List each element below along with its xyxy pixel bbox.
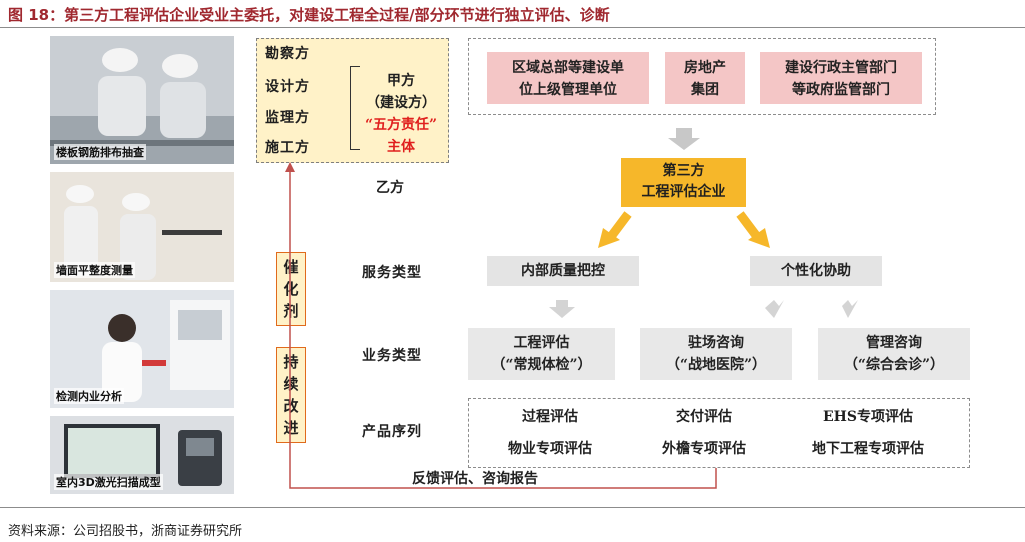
business-line: （“综合会诊”） xyxy=(843,357,945,373)
product-ehs-eval: EHS专项评估 xyxy=(822,409,913,425)
photo-caption: 检测内业分析 xyxy=(54,388,124,404)
party-b-label: 乙方 xyxy=(376,180,404,196)
client-real-estate: 房地产 集团 xyxy=(665,52,745,104)
business-type-label: 业务类型 xyxy=(362,348,422,364)
arrow-orange-right-icon xyxy=(736,211,770,248)
party-a-block: 甲方 （建设方） “五方责任” 主体 xyxy=(360,70,442,158)
continuous-char: 持 xyxy=(283,353,299,371)
source-note: 资料来源：公司招股书，浙商证券研究所 xyxy=(8,524,243,539)
arrow-orange-left-icon xyxy=(598,211,632,248)
client-line: 等政府监管部门 xyxy=(792,82,890,98)
product-facade-eval: 外檐专项评估 xyxy=(662,441,746,457)
bottom-rule xyxy=(0,507,1025,508)
role-supervision: 监理方 xyxy=(265,110,310,126)
third-party-line: 工程评估企业 xyxy=(641,184,726,200)
catalyst-char: 催 xyxy=(283,258,299,276)
client-line: 房地产 xyxy=(684,60,726,76)
continuous-char: 续 xyxy=(283,375,299,393)
photo-lab-analysis: 检测内业分析 xyxy=(50,290,234,408)
product-process-eval: 过程评估 xyxy=(522,409,578,425)
party-group-box xyxy=(256,38,449,163)
party-a-title: 甲方 xyxy=(387,73,415,89)
third-party-box: 第三方 工程评估企业 xyxy=(621,158,746,207)
party-bracket xyxy=(350,66,360,150)
business-line: 工程评估 xyxy=(513,335,570,351)
service-type-label: 服务类型 xyxy=(362,265,422,281)
arrow-down-icon xyxy=(668,128,700,150)
photo-rebar-check-image xyxy=(50,36,234,164)
service-custom-assist: 个性化协助 xyxy=(750,256,882,286)
product-delivery-eval: 交付评估 xyxy=(676,409,732,425)
product-underground-eval: 地下工程专项评估 xyxy=(812,441,924,457)
client-line: 集团 xyxy=(691,82,719,98)
feedback-label: 反馈评估、咨询报告 xyxy=(412,471,538,487)
business-onsite-consult: 驻场咨询 （“战地医院”） xyxy=(640,328,792,380)
role-survey: 勘察方 xyxy=(265,46,310,62)
arrow-up-icon xyxy=(285,162,295,172)
photo-caption: 楼板钢筋排布抽查 xyxy=(54,144,146,160)
photo-rebar-check: 楼板钢筋排布抽查 xyxy=(50,36,234,164)
role-construction: 施工方 xyxy=(265,140,310,156)
arrow-down-icon xyxy=(842,300,858,318)
photo-caption: 墙面平整度测量 xyxy=(54,262,135,278)
business-line: 驻场咨询 xyxy=(688,335,744,351)
top-rule xyxy=(0,27,1025,28)
business-line: （“战地医院”） xyxy=(665,357,767,373)
role-design: 设计方 xyxy=(265,79,310,95)
business-engineering-eval: 工程评估 （“常规体检”） xyxy=(468,328,615,380)
business-line: 管理咨询 xyxy=(866,335,922,351)
client-group-box xyxy=(468,38,936,115)
party-a-subject: 主体 xyxy=(387,139,415,155)
catalyst-char: 化 xyxy=(283,280,299,298)
arrow-down-icon xyxy=(765,300,784,318)
business-line: （“常规体检”） xyxy=(491,357,592,373)
party-a-subtitle: （建设方） xyxy=(366,95,436,111)
photo-lab-analysis-image xyxy=(50,290,234,408)
photo-caption: 室内3D激光扫描成型 xyxy=(54,474,163,490)
service-internal-qc: 内部质量把控 xyxy=(487,256,639,286)
catalyst-label: 催 化 剂 xyxy=(276,252,306,326)
arrow-down-icon xyxy=(549,300,575,318)
photo-wall-measure: 墙面平整度测量 xyxy=(50,172,234,282)
continuous-improvement-label: 持 续 改 进 xyxy=(276,347,306,443)
continuous-char: 改 xyxy=(283,397,299,415)
client-line: 建设行政主管部门 xyxy=(785,60,897,76)
continuous-char: 进 xyxy=(283,419,299,437)
product-series-label: 产品序列 xyxy=(362,424,422,440)
third-party-line: 第三方 xyxy=(662,163,705,179)
client-regional-hq: 区域总部等建设单 位上级管理单位 xyxy=(487,52,649,104)
business-management-consult: 管理咨询 （“综合会诊”） xyxy=(818,328,970,380)
photo-3d-scan: 室内3D激光扫描成型 xyxy=(50,416,234,494)
client-line: 区域总部等建设单 xyxy=(512,60,624,76)
product-property-eval: 物业专项评估 xyxy=(508,441,592,457)
client-government: 建设行政主管部门 等政府监管部门 xyxy=(760,52,922,104)
catalyst-char: 剂 xyxy=(283,302,299,320)
figure-title: 图 18：第三方工程评估企业受业主委托，对建设工程全过程/部分环节进行独立评估、… xyxy=(8,6,610,24)
client-line: 位上级管理单位 xyxy=(519,82,617,98)
party-a-five-parties: “五方责任” xyxy=(364,117,438,133)
